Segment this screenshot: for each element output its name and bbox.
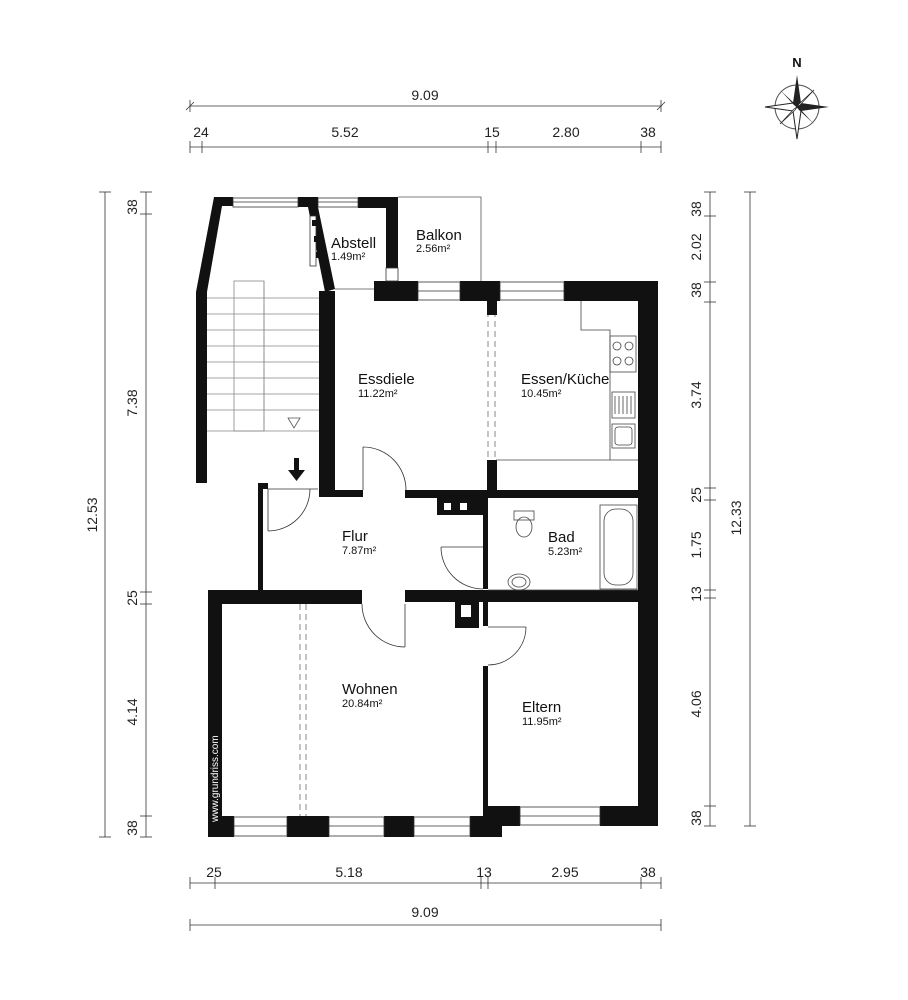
kitchen-counter (496, 301, 638, 461)
room-eltern-area: 11.95m² (522, 716, 562, 728)
room-essdiele-area: 11.22m² (358, 388, 398, 400)
compass: N (764, 55, 829, 140)
dimension-lines (99, 100, 756, 931)
room-balkon-area: 2.56m² (416, 243, 451, 255)
dim-bottom-seg-2: 5.18 (335, 864, 362, 880)
room-abstell-name: Abstell (331, 235, 376, 252)
dim-right-seg-8: 4.06 (688, 690, 704, 717)
room-labels: Abstell 1.49m² Balkon 2.56m² Essdiele 11… (331, 227, 609, 728)
room-kueche-area: 10.45m² (521, 388, 562, 400)
dim-left-seg-3: 25 (124, 590, 140, 606)
dim-top-seg-2: 5.52 (331, 124, 358, 140)
dim-left-seg-1: 38 (124, 199, 140, 215)
dim-left-seg-5: 38 (124, 820, 140, 836)
room-balkon-name: Balkon (416, 227, 462, 244)
balcony-outline (335, 196, 482, 290)
windows (232, 197, 601, 837)
north-label: N (792, 55, 801, 70)
bathroom-fixtures (488, 504, 638, 591)
entrance-arrow-icon (288, 458, 305, 481)
dimension-labels: 9.09 24 5.52 15 2.80 38 25 5.18 13 2.95 … (84, 87, 744, 920)
dim-bottom-seg-1: 25 (206, 864, 222, 880)
compass-rose-icon (764, 75, 829, 140)
dim-left-total: 12.53 (84, 497, 100, 532)
room-bad-area: 5.23m² (548, 546, 583, 558)
room-essdiele-name: Essdiele (358, 371, 415, 388)
room-flur-name: Flur (342, 528, 368, 545)
dim-right-seg-7: 13 (688, 586, 704, 602)
dim-top-seg-1: 24 (193, 124, 209, 140)
dim-right-seg-1: 38 (688, 201, 704, 217)
dim-top-seg-3: 15 (484, 124, 500, 140)
stairwell (206, 280, 320, 432)
dim-right-total: 12.33 (728, 500, 744, 535)
dim-left-seg-4: 4.14 (124, 698, 140, 725)
dim-right-seg-2: 2.02 (688, 233, 704, 260)
room-kueche-name: Essen/Küche (521, 371, 609, 388)
dim-top-seg-5: 38 (640, 124, 656, 140)
sliding-partitions (299, 301, 496, 816)
dim-bottom-seg-5: 38 (640, 864, 656, 880)
doors (267, 267, 527, 666)
dim-right-seg-6: 1.75 (688, 531, 704, 558)
dim-right-seg-9: 38 (688, 810, 704, 826)
dim-right-seg-3: 38 (688, 282, 704, 298)
dim-top-total: 9.09 (411, 87, 438, 103)
room-flur-area: 7.87m² (342, 545, 377, 557)
watermark: www.grundriss.com (210, 735, 221, 823)
dim-left-seg-2: 7.38 (124, 389, 140, 416)
room-eltern-name: Eltern (522, 699, 561, 716)
dim-right-seg-5: 25 (688, 487, 704, 503)
room-abstell-area: 1.49m² (331, 251, 366, 263)
dim-bottom-seg-3: 13 (476, 864, 492, 880)
dim-bottom-seg-4: 2.95 (551, 864, 578, 880)
dim-right-seg-4: 3.74 (688, 381, 704, 408)
dim-bottom-total: 9.09 (411, 904, 438, 920)
room-wohnen-area: 20.84m² (342, 698, 383, 710)
room-bad-name: Bad (548, 529, 575, 546)
dim-top-seg-4: 2.80 (552, 124, 579, 140)
room-wohnen-name: Wohnen (342, 681, 398, 698)
